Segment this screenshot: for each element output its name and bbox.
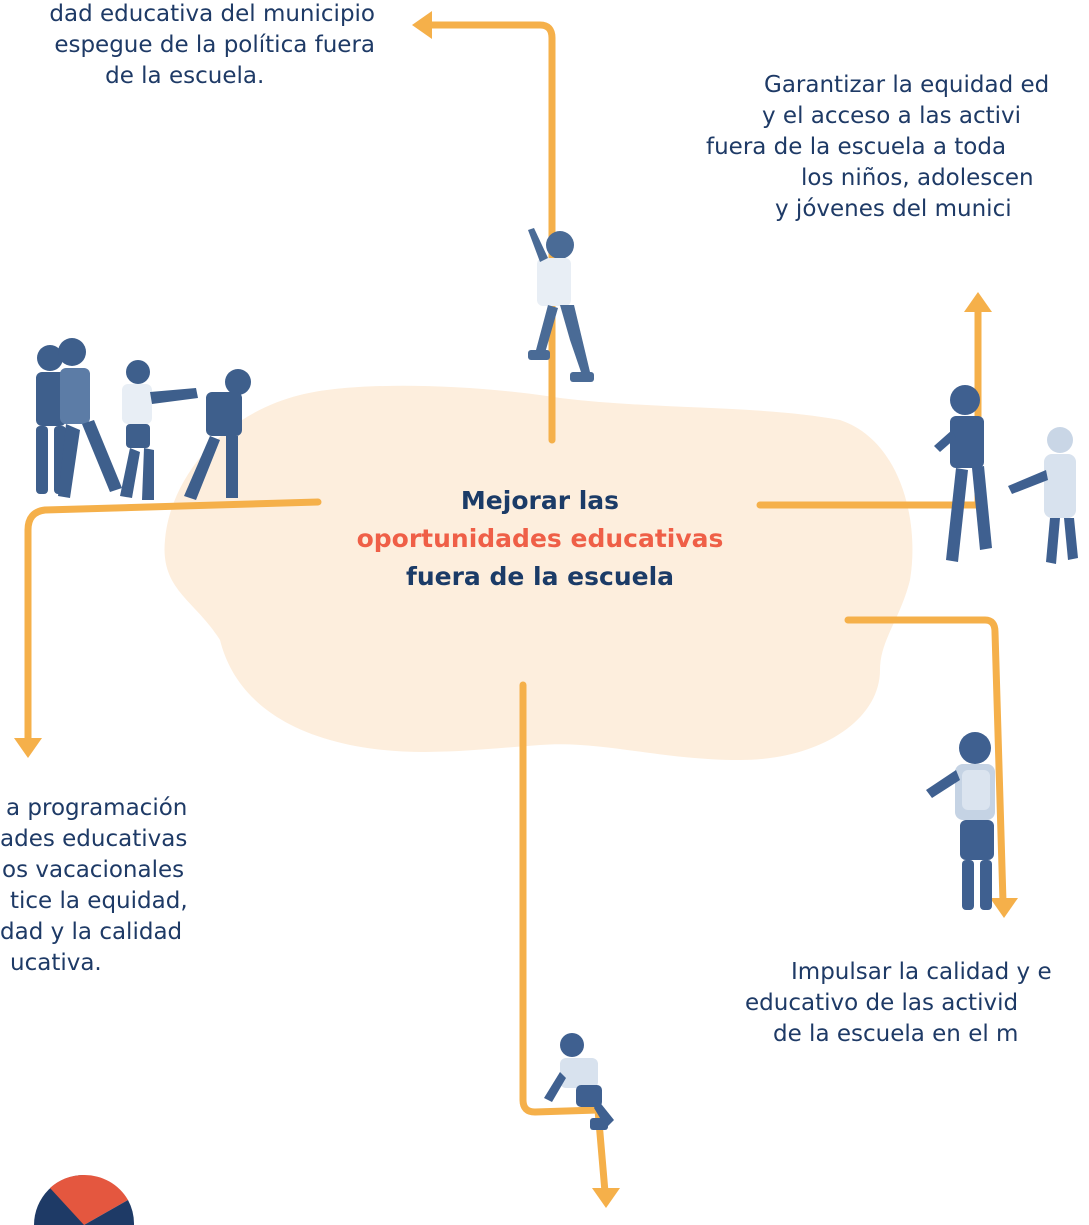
goal-bottom-right: Impulsar la calidad y e educativo de las… [745,957,1052,1050]
goal-top-right-line: los niños, adolescen [801,165,1034,191]
figure-girls-walking-right [934,385,1078,564]
logo-wheel [34,1174,135,1225]
goal-bottom-left-line: os vacacionales [2,857,185,883]
arrow-bottom-right [844,616,1007,906]
goal-bottom-right-line: educativo de las activid [745,990,1019,1016]
arrowhead-left [14,738,42,758]
center-blob [164,385,913,760]
title-line-3: fuera de la escuela [405,562,675,591]
goal-bottom-left-line: a programación [6,795,188,821]
title-line-2: oportunidades educativas [356,524,724,553]
goal-bottom-right-line: Impulsar la calidad y e [791,959,1052,985]
arrow-left [24,498,322,746]
goal-top-left-line: espegue de la política fuera [54,32,375,58]
figure-climbing-child-top [528,228,594,382]
goal-bottom-left-line: dad y la calidad [0,919,183,945]
arrowhead-top [412,11,432,39]
arrow-bottom [519,681,609,1196]
center-title: Mejorar las oportunidades educativas fue… [300,482,780,596]
arrow-top [421,21,556,444]
goal-top-left: dad educativa del municipio espegue de l… [49,0,375,92]
goal-top-right-line: y el acceso a las activi [762,103,1022,129]
arrowhead-top-right [964,292,992,312]
goal-top-left-line: de la escuela. [105,63,265,89]
goal-bottom-left-line: tice la equidad, [10,888,188,914]
goal-bottom-left-line: ucativa. [10,950,102,976]
goal-bottom-right-line: de la escuela en el m [773,1021,1019,1047]
title-line-1: Mejorar las [460,486,620,515]
goal-bottom-left-line: ades educativas [0,826,188,852]
goal-top-right-line: Garantizar la equidad ed [764,72,1050,98]
arrowhead-bottom-right [990,898,1018,918]
goal-top-right-line: fuera de la escuela a toda [706,134,1007,160]
figure-group-children-left [36,338,251,500]
goal-top-left-line: dad educativa del municipio [49,1,375,27]
goal-bottom-left: a programación ades educativas os vacaci… [0,793,188,979]
figure-climbing-child-bottom [544,1033,614,1130]
figure-child-backpack-bottom-right [926,732,995,910]
goal-top-right: Garantizar la equidad ed y el acceso a l… [706,70,1049,225]
goal-top-right-line: y jóvenes del munici [775,196,1012,222]
arrowhead-bottom [592,1188,620,1208]
